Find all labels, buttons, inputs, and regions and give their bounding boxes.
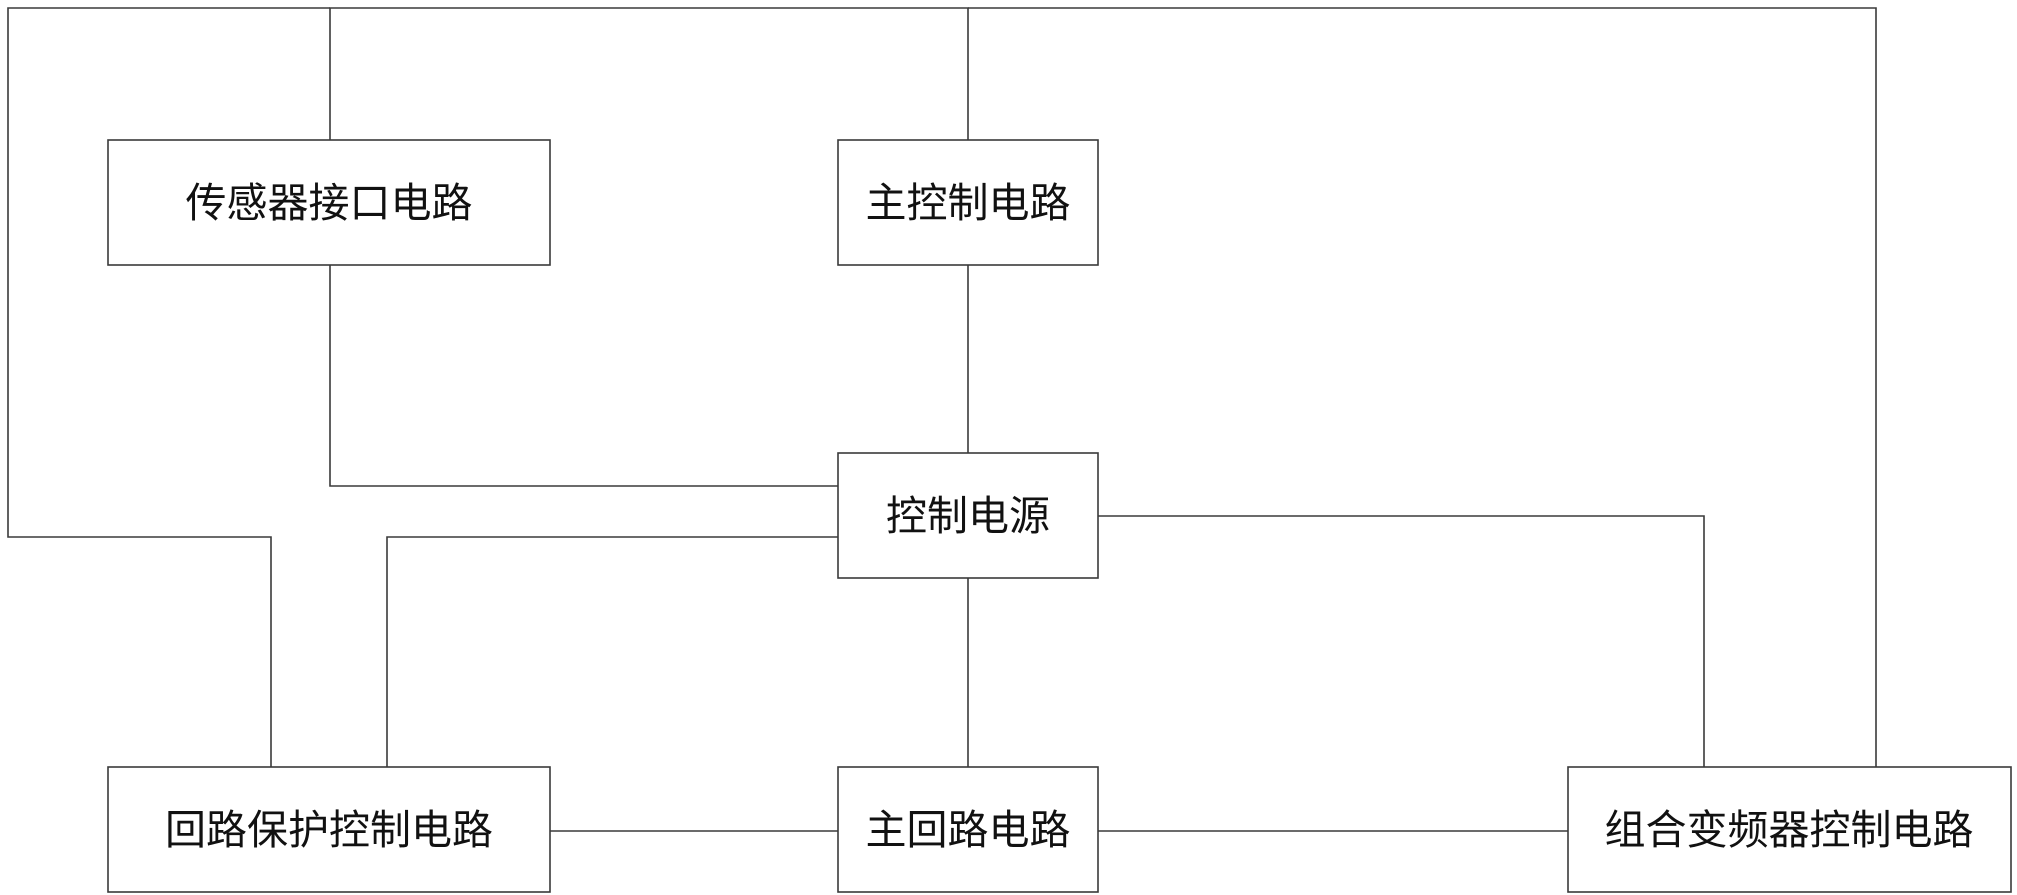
block-sensor-interface-box bbox=[107, 139, 551, 266]
block-control-power: 控制电源 bbox=[837, 452, 1099, 579]
block-vfd-control-box bbox=[1567, 766, 2012, 893]
block-sensor-interface-label: 传感器接口电路 bbox=[186, 179, 473, 227]
block-main-loop-label: 主回路电路 bbox=[866, 806, 1071, 854]
block-control-power-label: 控制电源 bbox=[886, 492, 1050, 540]
block-main-control-box bbox=[837, 139, 1099, 266]
block-control-power-box bbox=[837, 452, 1099, 579]
block-vfd-control-label: 组合变频器控制电路 bbox=[1605, 806, 1974, 854]
block-main-control: 主控制电路 bbox=[837, 139, 1099, 266]
connector-main-control-to-vfd-control bbox=[968, 7, 1877, 767]
connector-sensor-interface-to-control-power bbox=[329, 265, 838, 487]
connector-control-power-to-vfd-control bbox=[1098, 515, 1705, 767]
block-main-loop-box bbox=[837, 766, 1099, 893]
connector-sensor-interface-to-main-control bbox=[329, 7, 969, 140]
block-loop-protection-label: 回路保护控制电路 bbox=[165, 806, 493, 854]
connectors bbox=[7, 7, 1877, 832]
block-loop-protection: 回路保护控制电路 bbox=[107, 766, 551, 893]
connector-loop-protection-to-top-bus bbox=[7, 7, 330, 767]
connector-control-power-to-loop-protection bbox=[386, 536, 838, 767]
block-vfd-control: 组合变频器控制电路 bbox=[1567, 766, 2012, 893]
block-main-loop: 主回路电路 bbox=[837, 766, 1099, 893]
block-loop-protection-box bbox=[107, 766, 551, 893]
block-sensor-interface: 传感器接口电路 bbox=[107, 139, 551, 266]
block-main-control-label: 主控制电路 bbox=[866, 179, 1071, 227]
